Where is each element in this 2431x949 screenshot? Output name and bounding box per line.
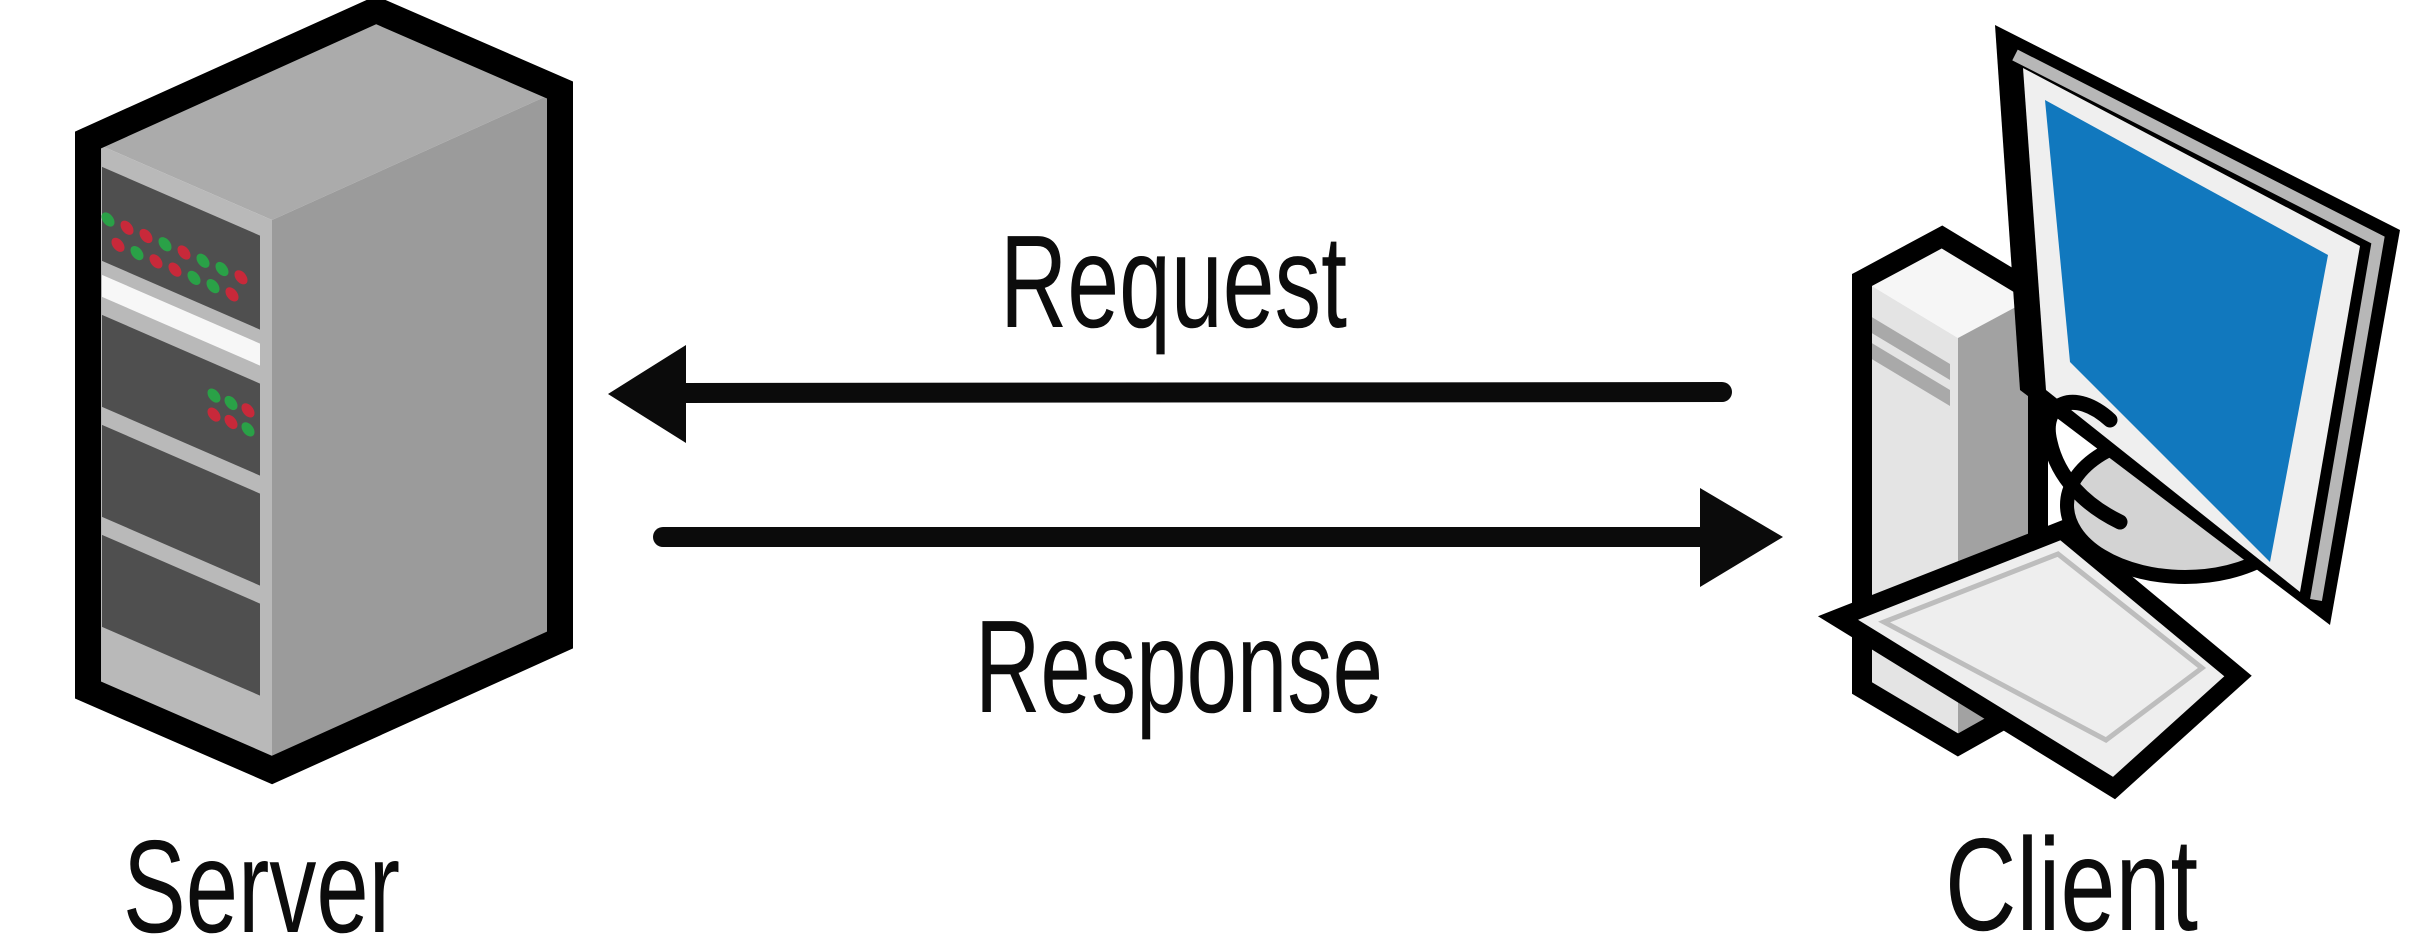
server-icon <box>75 0 573 785</box>
server-outline <box>75 0 573 785</box>
client-tower-stripe <box>1870 316 1950 380</box>
response-arrowhead-right <box>1700 488 1783 587</box>
request-arrowhead-left <box>608 345 686 443</box>
server-bay <box>102 534 260 696</box>
client-monitor <box>1995 25 2400 625</box>
client-tower-stripe <box>1870 342 1950 406</box>
server-side-face <box>272 90 560 770</box>
request-arrow <box>608 345 1732 443</box>
monitor-edge-highlight <box>2012 49 2385 602</box>
server-bay <box>102 424 260 586</box>
keyboard-key-area <box>1878 551 2207 743</box>
server-led-panel <box>101 212 248 302</box>
client-label: Client <box>1945 811 2198 949</box>
request-arrow-shaft <box>676 382 1732 403</box>
server-label: Server <box>123 813 400 949</box>
response-arrow <box>653 488 1783 587</box>
client-keyboard <box>1817 519 2252 800</box>
monitor-cable <box>2040 395 2128 530</box>
server-top-face <box>88 10 560 220</box>
response-arrow-label: Response <box>975 593 1383 740</box>
request-arrow-label: Request <box>1000 208 1347 355</box>
server-led-cluster <box>207 388 255 437</box>
client-icon <box>1817 25 2400 800</box>
server-bay <box>102 314 260 476</box>
server-white-strip <box>102 274 260 366</box>
keyboard-body <box>1817 519 2252 800</box>
server-front-panel <box>101 166 260 696</box>
monitor-screen <box>2045 100 2328 562</box>
